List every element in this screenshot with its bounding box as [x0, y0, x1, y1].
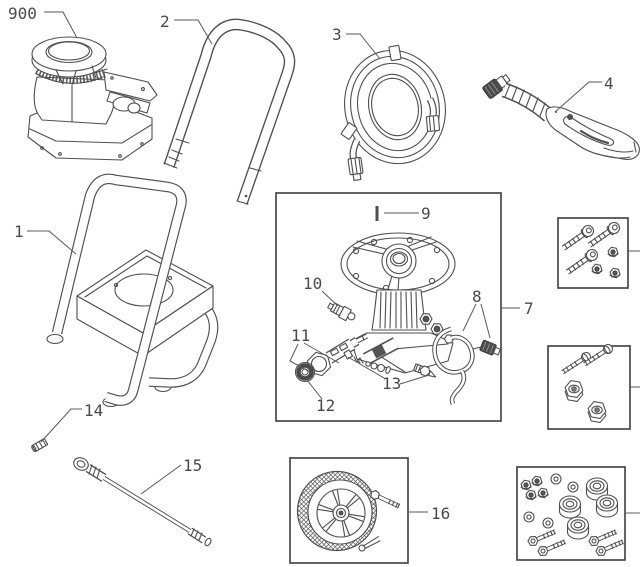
- axle-bolt-part: [370, 490, 401, 509]
- leader-handle: [174, 19, 213, 45]
- seal-part: [294, 361, 316, 383]
- hardware-box-engine-bolts: [557, 217, 640, 289]
- hardware-box-handle-bolts: [547, 343, 640, 430]
- callout-label-seal: 12: [316, 396, 335, 415]
- leader-nozzle: [40, 408, 82, 443]
- frame-illustration: [46, 173, 219, 408]
- callout-label-frame: 1: [14, 222, 24, 241]
- leader-engine: [44, 11, 78, 39]
- leader-wand: [140, 464, 182, 495]
- bypass-hose-part: [432, 326, 501, 406]
- callout-label-bypass-hose: 8: [472, 287, 482, 306]
- valve-kit-parts: [343, 349, 437, 378]
- hose-illustration: [340, 44, 446, 181]
- callout-label-gun: 4: [604, 74, 614, 93]
- callout-label-handle: 2: [160, 12, 170, 31]
- leader-valve-kit: [347, 356, 430, 385]
- engine-illustration: [27, 36, 158, 161]
- callout-label-wheel-kit: 16: [431, 504, 450, 523]
- callout-label-hose: 3: [332, 25, 342, 44]
- callout-label-thermal-valve: 10: [303, 274, 322, 293]
- gun-illustration: [482, 74, 640, 160]
- leader-seal: [306, 379, 323, 400]
- gun-coupler: [482, 74, 511, 99]
- callout-label-valve-kit: 13: [382, 374, 401, 393]
- wheel-kit-box: [289, 457, 409, 564]
- pump-kit-box: [275, 192, 502, 422]
- callout-label-wand: 15: [183, 456, 202, 475]
- callout-label-nozzle: 14: [84, 401, 103, 420]
- cotter-pin-part: [358, 536, 381, 552]
- callout-label-pin: 9: [421, 204, 431, 223]
- callout-label-injector: 11: [291, 326, 310, 345]
- hardware-box-feet-kit: [516, 466, 640, 560]
- leader-frame: [27, 230, 77, 255]
- nozzle-part: [31, 438, 48, 453]
- leader-bypass-hose: [462, 303, 491, 339]
- leader-hose: [346, 33, 381, 60]
- callout-label-engine: 900: [8, 4, 37, 23]
- leader-thermal-valve: [321, 290, 339, 307]
- wand-illustration: [73, 457, 212, 547]
- handle-illustration: [163, 18, 296, 205]
- thermal-valve-part: [327, 302, 356, 322]
- leader-gun: [554, 81, 602, 113]
- callout-label-pump-assembly: 7: [524, 299, 534, 318]
- callout-labels: 900 2 3 4 1 7 8 9 10 11 12 13 14 15 16: [8, 4, 614, 523]
- injector-part: [306, 333, 369, 377]
- leader-injector: [289, 342, 340, 373]
